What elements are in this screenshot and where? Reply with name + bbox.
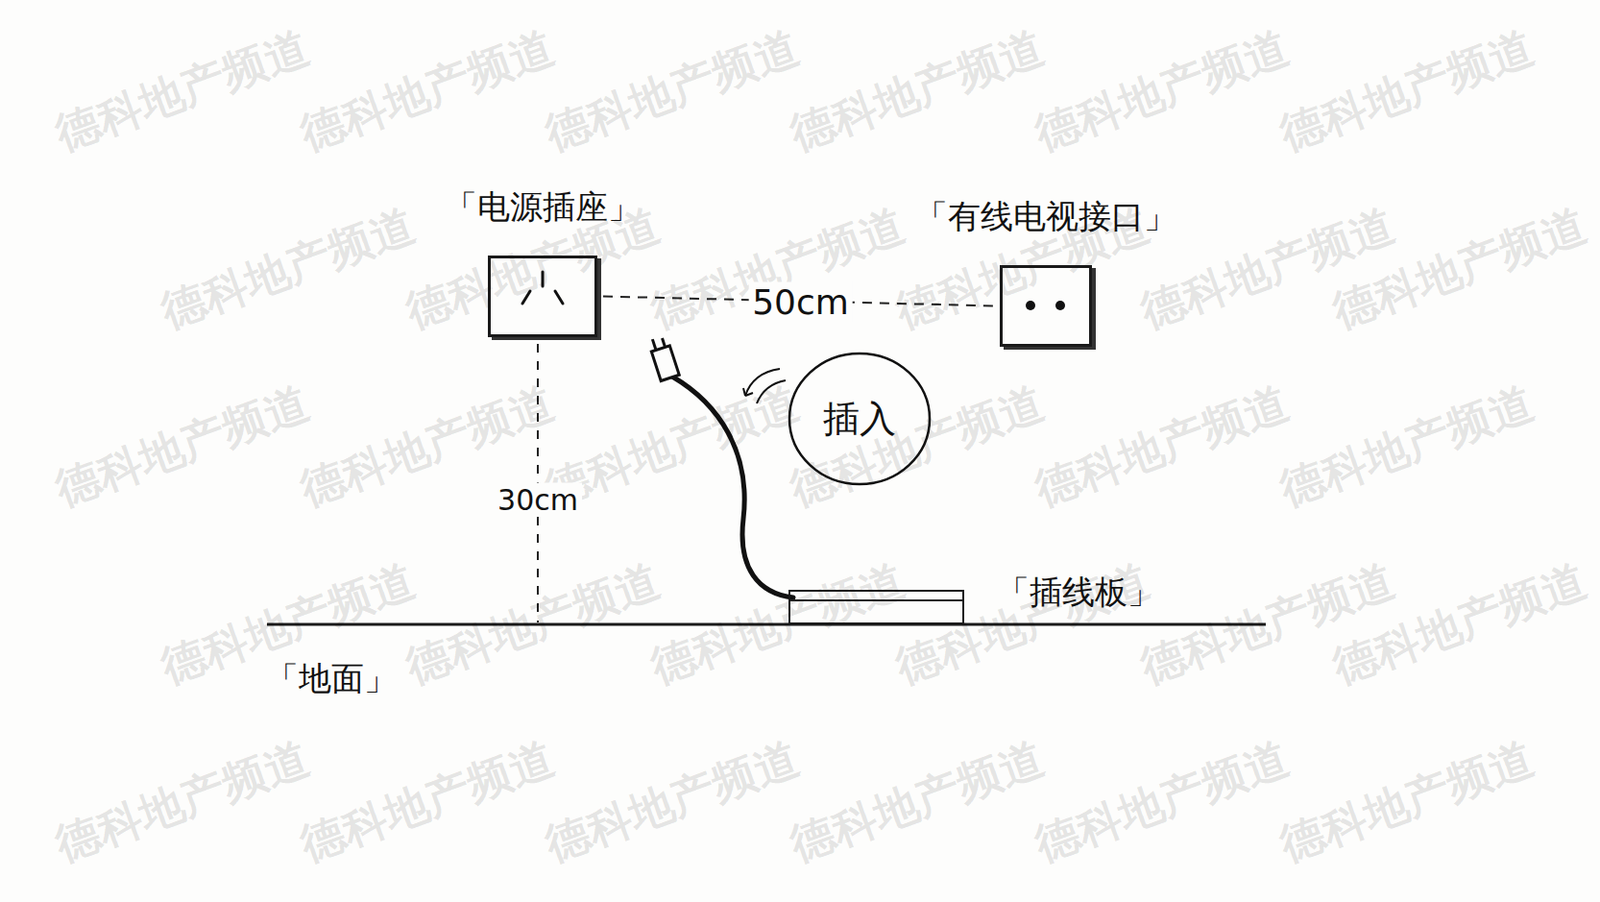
ground-label: 「地面」 [262,656,401,702]
dimension-label: 50cm [748,281,853,321]
watermark: 德科地产频道 [537,728,808,876]
callout-bubble: 插入 [787,351,932,486]
watermark: 德科地产频道 [537,18,808,166]
dimension-label: 30cm [493,483,582,517]
watermark: 德科地产频道 [1272,373,1543,521]
strip-top-edge [790,599,963,602]
node-heading: 「电源插座」 [444,185,641,230]
bubble-ellipse [789,353,930,485]
node-heading: 「插线板」 [996,570,1161,615]
watermark: 德科地产频道 [1027,18,1298,166]
watermark: 德科地产频道 [782,373,1053,521]
watermark: 德科地产频道 [1272,728,1543,876]
tv-port: 「有线电视接口」 [999,265,1092,347]
watermark: 德科地产频道 [292,18,563,166]
watermark: 德科地产频道 [153,195,424,343]
plug-pin [652,339,656,350]
watermark: 德科地产频道 [292,728,563,876]
plug-pin [661,338,665,348]
watermark: 德科地产频道 [48,728,318,876]
watermark: 德科地产频道 [782,18,1053,166]
power-socket: 「电源插座」 [487,255,598,338]
watermark: 德科地产频道 [1272,18,1543,166]
watermark: 德科地产频道 [1027,728,1298,876]
watermark: 德科地产频道 [48,18,318,166]
tv-port-hole [1025,300,1036,311]
watermark: 德科地产频道 [1027,373,1298,521]
power-strip: 「插线板」 [788,589,965,625]
tv-port-hole [1055,300,1066,311]
plug [648,334,680,381]
plug-body [651,345,679,382]
watermark: 德科地产频道 [48,373,318,521]
watermark: 德科地产频道 [782,728,1053,876]
node-heading: 「有线电视接口」 [915,194,1177,240]
socket-slot [555,290,563,304]
callout-text: 插入 [823,394,897,444]
